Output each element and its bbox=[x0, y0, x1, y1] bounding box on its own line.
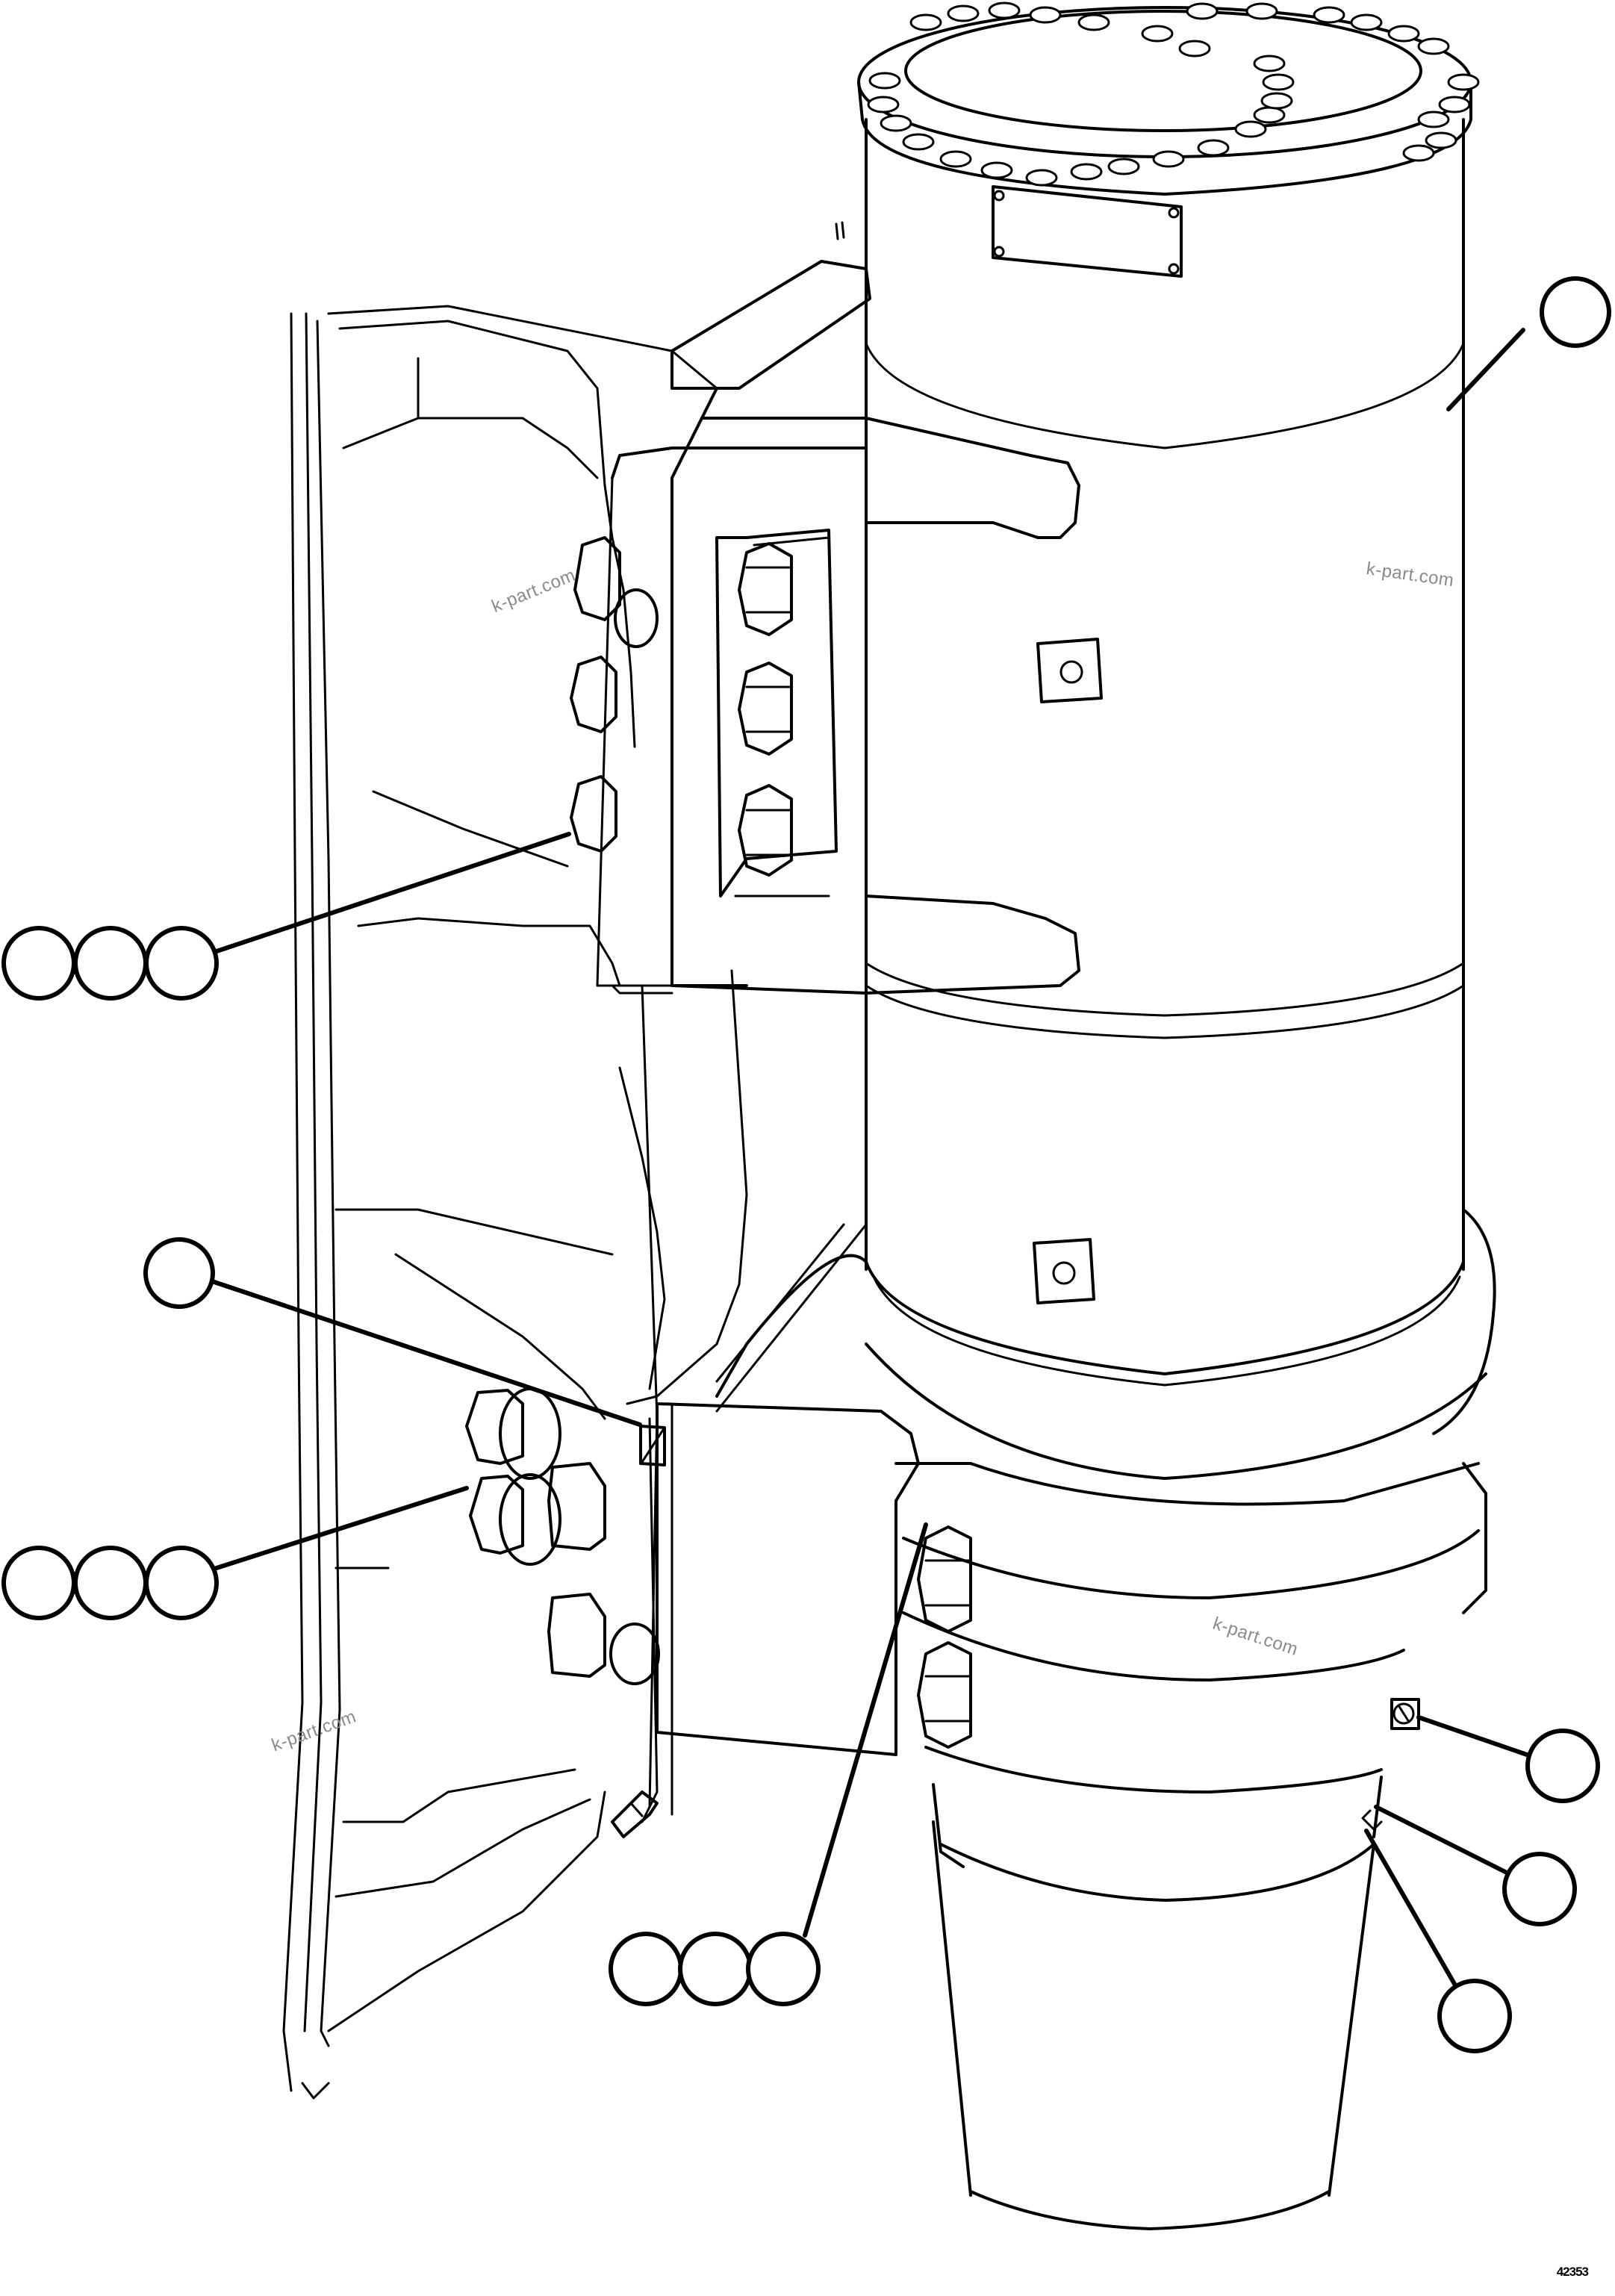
drawing-number: 42353 bbox=[1556, 2265, 1589, 2279]
grease-fitting-lower bbox=[1033, 1238, 1095, 1304]
mounting-frame bbox=[282, 305, 868, 2100]
callout-balloon-c1[interactable] bbox=[1540, 276, 1611, 348]
flange-bolt-holes bbox=[867, 1, 1480, 187]
callout-balloon-c4b[interactable] bbox=[73, 1546, 148, 1620]
lower-hex-bolts bbox=[917, 1525, 972, 1749]
callout-balloon-c7a[interactable] bbox=[609, 1932, 683, 2006]
callout-leader-line bbox=[1364, 1829, 1457, 1986]
callout-balloon-c2c[interactable] bbox=[144, 926, 219, 1001]
callout-balloon-c2b[interactable] bbox=[73, 926, 148, 1001]
upper-left-bolts bbox=[570, 536, 659, 853]
grease-fitting-upper bbox=[1036, 638, 1103, 703]
callout-leader-line bbox=[214, 832, 571, 953]
callout-leader-line bbox=[214, 1486, 469, 1570]
callout-balloon-c2a[interactable] bbox=[1, 926, 76, 1001]
callout-balloon-c7c[interactable] bbox=[746, 1932, 821, 2006]
callout-leader-line bbox=[210, 1279, 642, 1427]
upper-hex-bolts bbox=[738, 542, 793, 877]
callout-balloon-c6[interactable] bbox=[1502, 1852, 1577, 1926]
callout-leader-line bbox=[1446, 328, 1525, 411]
callout-balloon-c3[interactable] bbox=[143, 1237, 215, 1309]
nameplate bbox=[992, 185, 1183, 278]
callout-balloon-c7b[interactable] bbox=[678, 1932, 753, 2006]
lower-left-bolts bbox=[465, 1387, 660, 1685]
callout-balloons bbox=[1, 276, 1611, 2053]
small-tab bbox=[611, 1791, 659, 1838]
callout-balloon-c4c[interactable] bbox=[144, 1546, 219, 1620]
callout-balloon-c4a[interactable] bbox=[1, 1546, 76, 1620]
callout-leader-line bbox=[1374, 1805, 1509, 1875]
upper-clamp-bracket bbox=[596, 260, 1080, 995]
tick-marks bbox=[835, 221, 845, 240]
callout-leader-line bbox=[1416, 1715, 1529, 1757]
callout-balloon-c5[interactable] bbox=[1525, 1729, 1600, 1803]
cylinder-body bbox=[857, 1, 1480, 1387]
callout-leader-line bbox=[803, 1522, 928, 1938]
lower-clamp bbox=[639, 1208, 1496, 1808]
lower-cylinder bbox=[932, 1776, 1383, 2230]
callout-balloon-c8[interactable] bbox=[1437, 1979, 1512, 2053]
